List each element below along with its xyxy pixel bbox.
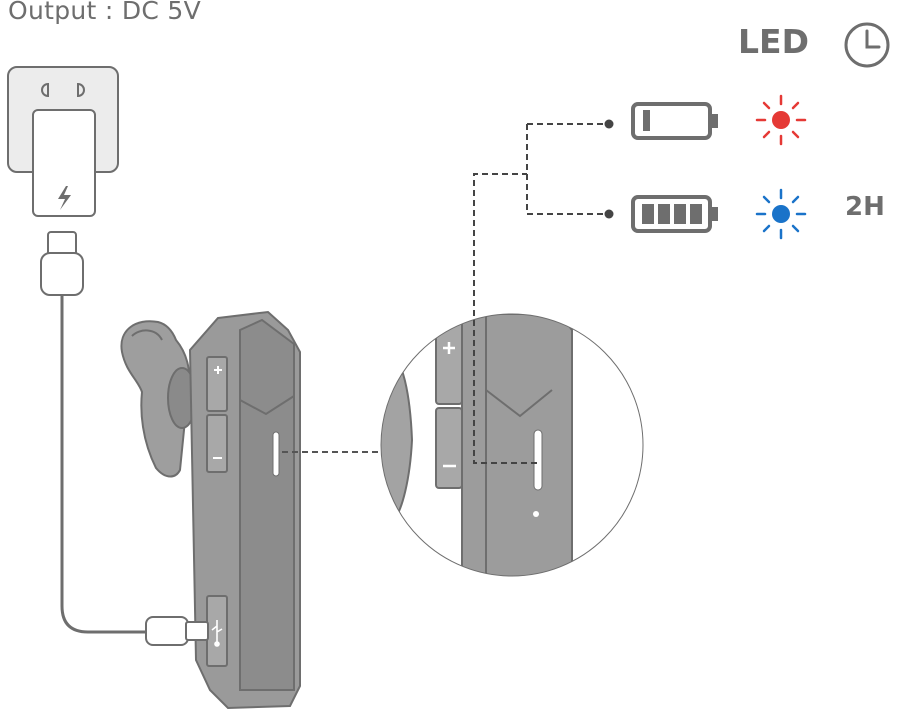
red-led-icon: [755, 94, 807, 146]
usb-icon: [211, 620, 223, 647]
usb-plug-top: [40, 231, 84, 296]
magnified-view: [380, 313, 644, 577]
battery-low-icon: [631, 102, 718, 140]
battery-full-icon: [631, 195, 718, 233]
bluetooth-headset-icon: [120, 310, 301, 710]
wall-charger-icon: [7, 66, 119, 217]
usb-plug-bottom: [145, 616, 209, 646]
charging-cable: [60, 295, 148, 634]
led-column-label: LED: [738, 22, 809, 61]
led-leader-lines: [473, 123, 606, 464]
clock-icon: [844, 22, 890, 68]
charge-time-label: 2H: [845, 192, 885, 222]
output-spec-label: Output : DC 5V: [8, 0, 202, 25]
blue-led-icon: [755, 188, 807, 240]
